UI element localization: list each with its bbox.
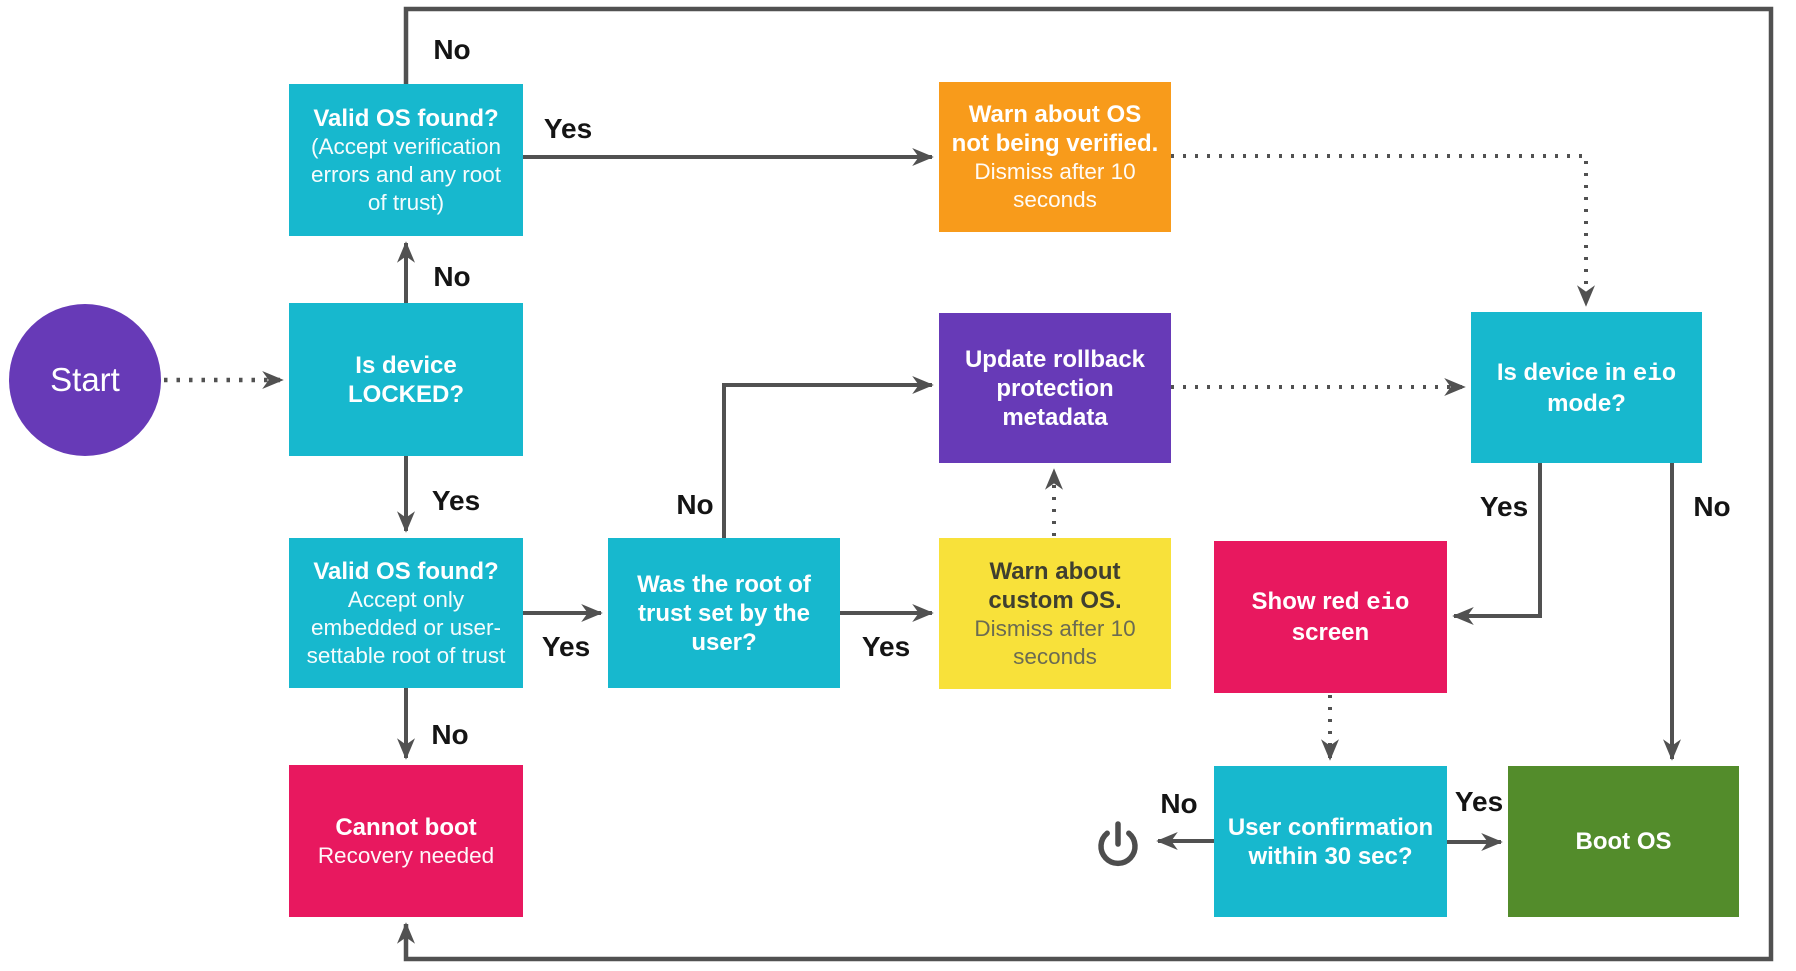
- node-title: Valid OS found?: [313, 557, 499, 585]
- text-run: mode?: [1547, 389, 1626, 417]
- node-valid-os-unlocked: Valid OS found? (Accept verification err…: [289, 84, 523, 236]
- node-warn-os-not-verified: Warn about OS not being verified. Dismis…: [939, 82, 1171, 232]
- start-label: Start: [50, 361, 120, 398]
- node-title: Show red eio screen: [1224, 587, 1437, 647]
- node-is-device-eio: Is device in eio mode?: [1471, 312, 1702, 463]
- edge-eio-yes: [1452, 463, 1542, 625]
- edge-label-locked-yes: Yes: [431, 485, 481, 516]
- edge-label-wasroot-yes: Yes: [861, 631, 911, 662]
- node-is-device-locked: Is device LOCKED?: [289, 303, 523, 456]
- edge-label-unlocked-yes: Yes: [543, 113, 593, 144]
- node-title: Warn about custom OS.: [988, 557, 1122, 614]
- node-start: Start: [9, 304, 161, 456]
- node-boot-os: Boot OS: [1508, 766, 1739, 917]
- node-subtitle: Dismiss after 10 seconds: [974, 159, 1136, 212]
- text-run: Show red: [1251, 588, 1367, 615]
- node-cannot-boot: Cannot boot Recovery needed: [289, 765, 523, 917]
- node-title: Is device in eio mode?: [1481, 358, 1692, 418]
- node-subtitle: Dismiss after 10 seconds: [974, 615, 1136, 669]
- node-title: User confirmation within 30 sec?: [1227, 813, 1434, 870]
- node-title: Warn about OS not being verified.: [951, 101, 1159, 157]
- node-subtitle: Accept only embedded or user-settable ro…: [306, 586, 506, 668]
- edge-label-validlocked-yes: Yes: [541, 631, 591, 662]
- edge-warn-os-to-eio-dotted: [1171, 154, 1595, 307]
- edge-label-eio-no: No: [1693, 491, 1731, 522]
- power-icon: [1090, 815, 1146, 873]
- edge-label-eio-yes: Yes: [1479, 491, 1529, 522]
- node-title: Cannot boot: [335, 813, 477, 841]
- edge-valid-unlocked-no-loop: [397, 6, 1774, 962]
- node-valid-os-locked: Valid OS found? Accept only embedded or …: [289, 538, 523, 688]
- node-title: Is device LOCKED?: [348, 351, 464, 408]
- edge-label-wasroot-no: No: [676, 489, 714, 520]
- node-title: Update rollback protection metadata: [964, 345, 1146, 431]
- node-show-red-eio-screen: Show red eio screen: [1214, 541, 1447, 693]
- edge-label-locked-no: No: [433, 261, 471, 292]
- node-title: Was the root of trust set by the user?: [637, 570, 811, 656]
- text-run-mono: eio: [1632, 360, 1677, 388]
- node-title: Valid OS found?: [313, 104, 499, 132]
- node-user-confirmation: User confirmation within 30 sec?: [1214, 766, 1447, 917]
- edge-label-user-no: No: [1160, 788, 1198, 819]
- node-warn-custom-os: Warn about custom OS. Dismiss after 10 s…: [939, 538, 1171, 689]
- node-was-root-of-trust: Was the root of trust set by the user?: [608, 538, 840, 688]
- edge-was-root-no: [722, 376, 934, 538]
- text-run-mono: eio: [1366, 590, 1410, 617]
- text-run: Is device in: [1496, 358, 1633, 386]
- text-run: screen: [1291, 619, 1370, 646]
- edge-label-validlocked-no: No: [431, 719, 469, 750]
- edge-label-user-yes: Yes: [1454, 786, 1504, 817]
- node-subtitle: (Accept verification errors and any root…: [310, 133, 502, 215]
- node-update-rollback: Update rollback protection metadata: [939, 313, 1171, 463]
- node-title: Boot OS: [1575, 828, 1672, 855]
- node-subtitle: Recovery needed: [317, 842, 495, 868]
- edge-label-outer-no: No: [433, 34, 471, 65]
